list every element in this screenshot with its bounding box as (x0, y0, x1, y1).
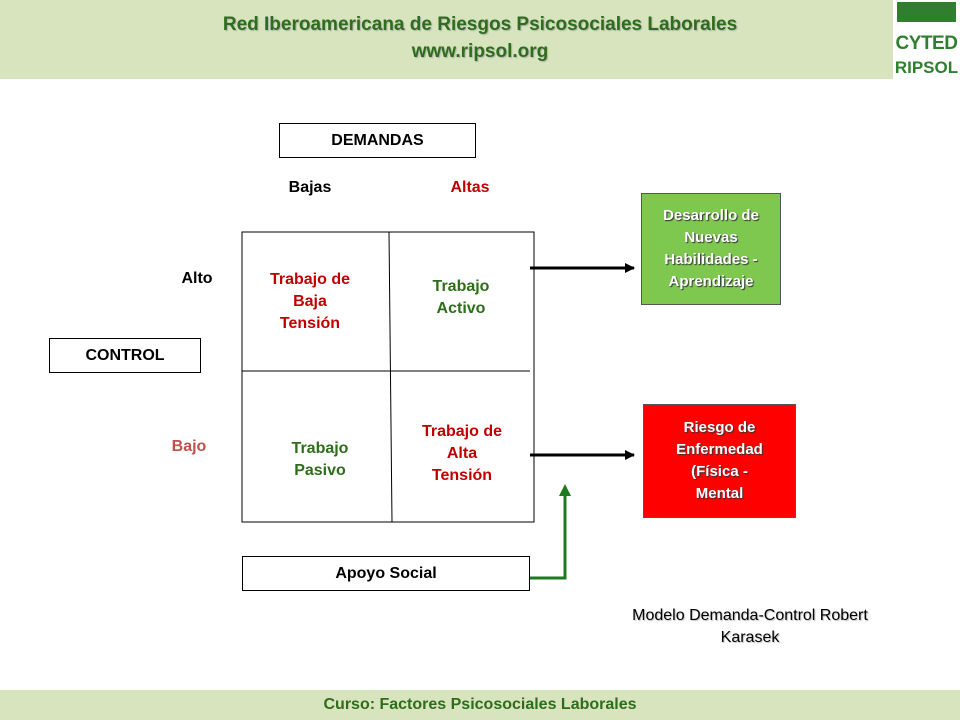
logo-cyted-text: CYTED (895, 33, 958, 54)
header-url[interactable]: www.ripsol.org (411, 41, 549, 62)
riesgo-line4: Mental (695, 485, 744, 502)
desarrollo-line2: Nuevas (684, 229, 738, 246)
green-arrow-head (559, 484, 571, 496)
matrix-frame (241, 231, 535, 523)
caption-line2: Karasek (720, 629, 780, 646)
quadrant-baja-tension-line2: Baja (293, 293, 327, 310)
logo-green-bar (897, 2, 956, 22)
riesgo-line3: (Física - (691, 463, 748, 480)
header-title: Red Iberoamericana de Riesgos Psicosocia… (222, 14, 738, 35)
logo-ripsol-text: RIPSOL (894, 58, 959, 77)
control-high-label: Alto (181, 270, 213, 287)
desarrollo-habilidades-box: Desarrollo de Nuevas Habilidades - Apren… (641, 193, 781, 305)
riesgo-enfermedad-box: Riesgo de Enfermedad (Física - Mental (643, 404, 796, 518)
quadrant-activo-line2: Activo (436, 300, 486, 317)
quadrant-alta-tension: Trabajo de Alta Tensión (400, 421, 524, 487)
caption-line1: Modelo Demanda-Control Robert (632, 607, 868, 624)
demandas-high-label: Altas (450, 179, 490, 196)
quadrant-alta-tension-line3: Tensión (431, 467, 493, 484)
apoyo-social-box: Apoyo Social (242, 556, 530, 591)
quadrant-baja-tension-line1: Trabajo de (269, 271, 351, 288)
green-arrow-apoyo (530, 492, 567, 580)
riesgo-line1: Riesgo de (683, 419, 756, 436)
quadrant-pasivo-line2: Pasivo (294, 462, 346, 479)
demandas-box: DEMANDAS (279, 123, 476, 158)
control-box: CONTROL (49, 338, 201, 373)
desarrollo-line3: Habilidades - (664, 251, 758, 268)
quadrant-baja-tension-line3: Tensión (279, 315, 341, 332)
control-low-label: Bajo (171, 438, 207, 455)
cyted-ripsol-logo: CYTED RIPSOL (893, 0, 960, 79)
demandas-low-label: Bajas (288, 179, 332, 196)
quadrant-alta-tension-line2: Alta (446, 445, 478, 462)
quadrant-alta-tension-line1: Trabajo de (421, 423, 503, 440)
quadrant-trabajo-pasivo: Trabajo Pasivo (258, 438, 382, 482)
desarrollo-line1: Desarrollo de (663, 207, 759, 224)
desarrollo-line4: Aprendizaje (668, 273, 754, 290)
quadrant-activo-line1: Trabajo (432, 278, 490, 295)
model-caption: Modelo Demanda-Control Robert Karasek (590, 605, 910, 649)
footer-course: Curso: Factores Psicosociales Laborales (0, 690, 960, 720)
quadrant-pasivo-line1: Trabajo (291, 440, 349, 457)
quadrant-baja-tension: Trabajo de Baja Tensión (248, 269, 372, 335)
header-band (0, 0, 893, 79)
riesgo-line2: Enfermedad (676, 441, 763, 458)
matrix-vertical-divider (388, 231, 393, 523)
quadrant-trabajo-activo: Trabajo Activo (399, 276, 523, 320)
